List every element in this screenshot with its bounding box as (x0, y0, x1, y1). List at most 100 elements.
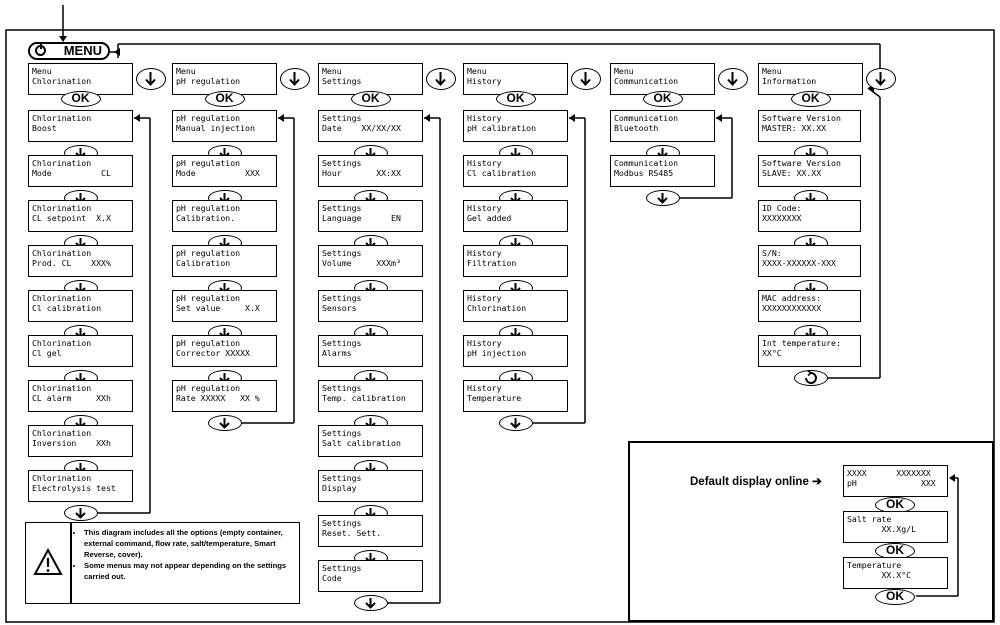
connector-line (867, 87, 881, 98)
arrow-down-icon[interactable] (718, 68, 748, 90)
screen-line-1: Menu (32, 66, 52, 76)
screen-line-2: Calibration. (176, 213, 236, 223)
screen-line-2: Rate XXXXX XX % (176, 393, 260, 403)
screen-line-1: Menu (762, 66, 782, 76)
default-display-screen[interactable]: Temperature XX.X°C (843, 557, 948, 589)
screen-line-1: History (467, 293, 502, 303)
arrow-down-icon[interactable] (645, 190, 680, 206)
screen-line-1: Software Version (762, 158, 841, 168)
arrow-down-icon[interactable] (280, 68, 310, 90)
arrow-down-icon[interactable] (426, 68, 456, 90)
return-icon[interactable] (793, 370, 828, 386)
ok-button[interactable]: OK (350, 91, 391, 107)
arrow-down-icon[interactable] (571, 68, 601, 90)
screen-line-1: pH regulation (176, 113, 241, 123)
screen-line-2: Display (322, 483, 357, 493)
arrow-down-icon[interactable] (207, 415, 242, 431)
ok-button[interactable]: OK (495, 91, 536, 107)
ok-button[interactable]: OK (60, 91, 101, 107)
screen-line-2: pH regulation (176, 76, 241, 86)
screen-line-2: XXXX-XXXXXX-XXX (762, 258, 836, 268)
ok-button[interactable]: OK (642, 91, 683, 107)
arrow-right-icon: ➔ (812, 476, 822, 488)
screen-line-1: ID Code: (762, 203, 802, 213)
arrow-down-icon[interactable] (63, 505, 98, 521)
arrow-down-icon[interactable] (498, 415, 533, 431)
menu-item[interactable]: MAC address:XXXXXXXXXXXX (758, 290, 861, 322)
screen-line-2: Chlorination (467, 303, 527, 313)
ok-button[interactable]: OK (790, 91, 831, 107)
screen-line-2: Bluetooth (614, 123, 659, 133)
screen-line-2: Chlorination (32, 76, 92, 86)
ok-button[interactable]: OK (875, 589, 915, 605)
screen-line-2: Salt calibration (322, 438, 401, 448)
screen-line-2: XXXXXXXXXXXX (762, 303, 822, 313)
menu-item[interactable]: ID Code:XXXXXXXX (758, 200, 861, 232)
screen-line-2: Alarms (322, 348, 352, 358)
menu-item[interactable]: S/N:XXXX-XXXXXX-XXX (758, 245, 861, 277)
screen-line-2: Cl calibration (32, 303, 102, 313)
arrow-down-icon[interactable] (866, 68, 896, 90)
screen-line-2: Mode CL (32, 168, 111, 178)
menu-item[interactable]: Int temperature:XX°C (758, 335, 861, 367)
screen-line-1: Chlorination (32, 158, 92, 168)
screen-line-1: pH regulation (176, 203, 241, 213)
default-display-screen[interactable]: Salt rate XX.Xg/L (843, 511, 948, 543)
screen-line-2: Reset. Sett. (322, 528, 382, 538)
screen-line-1: Chlorination (32, 383, 92, 393)
power-icon (35, 43, 46, 56)
screen-line-1: pH regulation (176, 338, 241, 348)
screen-line-2: XX°C (762, 348, 782, 358)
screen-line-2: Hour XX:XX (322, 168, 401, 178)
screen-line-2: XX.X°C (847, 570, 912, 580)
arrow-down-icon[interactable] (353, 595, 388, 611)
menu-button[interactable]: MENU (28, 42, 110, 60)
default-display-label: Default display online ➔ (690, 476, 822, 488)
ok-button[interactable]: OK (204, 91, 245, 107)
arrow-down-icon[interactable] (136, 68, 166, 90)
screen-line-1: Settings (322, 248, 362, 258)
